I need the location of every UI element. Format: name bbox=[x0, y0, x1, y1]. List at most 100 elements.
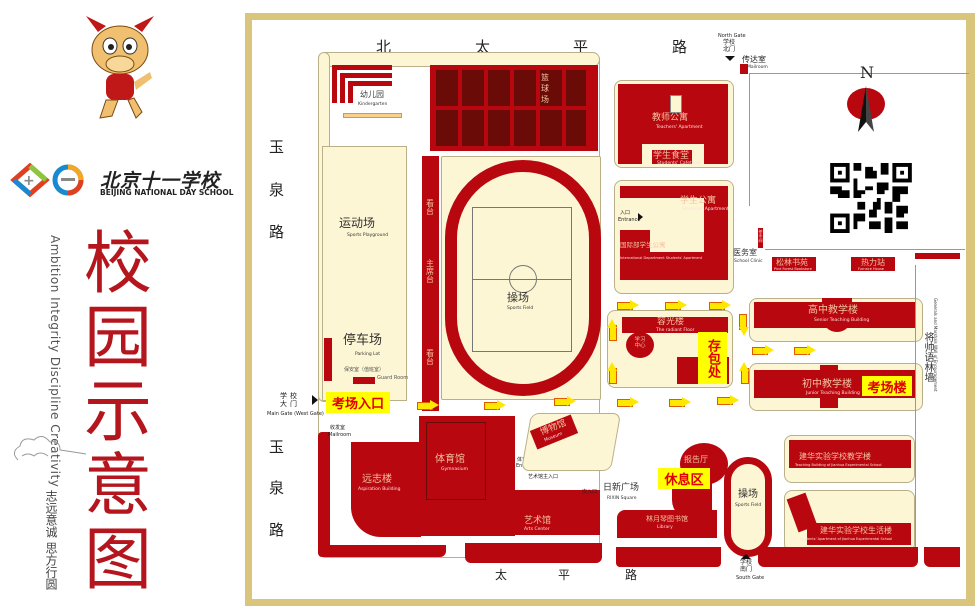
cafeteria-label: 学生食堂 bbox=[653, 151, 690, 161]
direction-arrow-icon bbox=[669, 397, 691, 407]
direction-arrow-icon bbox=[794, 345, 816, 355]
road-south-char: 平 bbox=[558, 568, 571, 582]
radiant-floor-label-en: The radiant Floor bbox=[656, 328, 695, 333]
parking-lot-label: 停车场 bbox=[343, 333, 383, 348]
direction-arrow-icon bbox=[665, 300, 687, 310]
road-west-char: 泉 bbox=[269, 181, 285, 199]
gymnasium-label-en: Gymnasium bbox=[441, 467, 468, 472]
entrance-label: 入口 bbox=[620, 210, 631, 216]
library-label-en: Library bbox=[657, 525, 673, 530]
clinic-label-en: School Clinic bbox=[734, 259, 763, 264]
direction-arrow-icon bbox=[752, 345, 774, 355]
exam-entrance-highlight[interactable]: 考场入口 bbox=[326, 392, 390, 413]
sports-field-label-en: Sports Field bbox=[507, 306, 534, 311]
library-label: 林月琴图书馆 bbox=[646, 515, 688, 523]
senior-building-label: 高中教学楼 bbox=[808, 305, 858, 316]
arts-center-label-en: Arts Center bbox=[524, 527, 550, 532]
wall-label-en: Generals and Marshals Wall of Encouragem… bbox=[933, 298, 938, 392]
svg-text:+: + bbox=[23, 173, 35, 189]
bookstore-label-en: Pine Forest Bookstore bbox=[774, 267, 812, 271]
entrance-label-en: Entrance bbox=[618, 217, 641, 223]
arts-center-label: 艺术馆 bbox=[524, 516, 552, 526]
road-west-char: 玉 bbox=[269, 138, 285, 156]
small-field-label: 操场 bbox=[738, 489, 758, 500]
direction-arrow-icon bbox=[717, 395, 739, 405]
road-north-char: 平 bbox=[573, 38, 589, 56]
direction-arrow-icon bbox=[739, 314, 749, 336]
dragon-mascot-icon bbox=[86, 16, 154, 119]
tea-room-label: 茶水间 bbox=[758, 229, 763, 243]
south-gate-label-en: South Gate bbox=[736, 575, 765, 581]
school-logo-icon: + bbox=[10, 163, 84, 197]
road-west-char: 玉 bbox=[269, 438, 285, 456]
north-gate-label-en: North Gate bbox=[718, 33, 746, 39]
direction-arrow-icon bbox=[417, 400, 439, 410]
road-south-char: 路 bbox=[625, 568, 638, 582]
radiant-floor-label: 容光楼 bbox=[657, 317, 685, 327]
road-west-char: 泉 bbox=[269, 479, 285, 497]
north-gate-marker-icon bbox=[725, 56, 735, 61]
wall-label: 将帅语林墙 bbox=[922, 332, 933, 382]
direction-arrow-icon bbox=[554, 396, 576, 406]
road-west-char: 路 bbox=[269, 223, 285, 241]
direction-arrow-icon bbox=[709, 300, 731, 310]
gymnasium-label: 体育馆 bbox=[435, 454, 465, 465]
north-gate-label: 学校北门 bbox=[722, 39, 735, 53]
mailroom-north-label: 传达室 bbox=[742, 55, 766, 64]
road-north-char: 路 bbox=[672, 38, 688, 56]
rixin-square-label: 日新广场 bbox=[603, 483, 640, 493]
jianhua-dorm-label-en: Students' Apartment of Jianhua Experimen… bbox=[800, 537, 893, 541]
cloud-ornament-icon bbox=[14, 436, 87, 461]
rostrum-label: 主席台 bbox=[426, 259, 434, 284]
aspiration-building-label-en: Aspiration Building bbox=[358, 487, 401, 492]
junior-building-label: 初中教学楼 bbox=[802, 379, 852, 390]
direction-arrow-icon bbox=[617, 397, 639, 407]
motto-english: Ambition Integrity Discipline Creativity bbox=[48, 235, 62, 488]
mailroom-west-label: 收发室 bbox=[330, 425, 346, 431]
main-gate-marker-icon bbox=[312, 395, 318, 405]
basketball-court-label: 篮球场 bbox=[541, 73, 549, 104]
direction-arrow-icon bbox=[607, 319, 617, 341]
road-north-char: 太 bbox=[475, 38, 491, 56]
bookstore-label: 松林书苑 bbox=[776, 258, 808, 267]
mailroom-north-label-en: Mailroom bbox=[747, 65, 768, 70]
main-gate-label-en: Main Gate (West Gate) bbox=[267, 411, 324, 417]
study-center-label: 学习中心 bbox=[634, 337, 646, 349]
guard-room-label-en: Guard Room bbox=[377, 375, 409, 381]
bag-storage-highlight[interactable]: 存包处 bbox=[698, 332, 727, 384]
kindergarten-label-en: Kindergarten bbox=[358, 102, 388, 107]
rixin-square-label-en: RIXIN Square bbox=[607, 496, 637, 501]
small-field-label-en: Sports Field bbox=[735, 503, 762, 508]
exam-building-highlight[interactable]: 考场楼 bbox=[862, 376, 912, 396]
kindergarten-label: 幼儿园 bbox=[360, 90, 384, 99]
rest-area-highlight[interactable]: 休息区 bbox=[658, 468, 710, 489]
clinic-label: 医务室 bbox=[733, 248, 757, 257]
sports-playground-label-en: Sports Playground bbox=[347, 233, 389, 238]
senior-building-label-en: Senior Teaching Building bbox=[814, 318, 870, 323]
furnace-house-label-en: Furnace House bbox=[858, 267, 884, 271]
road-south-char: 太 bbox=[495, 568, 508, 582]
sports-playground-label: 运动场 bbox=[339, 216, 376, 230]
direction-arrow-icon bbox=[484, 400, 506, 410]
south-gate-label: 学校南门 bbox=[739, 559, 752, 573]
jianhua-dorm-label: 建华实验学校生活楼 bbox=[820, 526, 892, 535]
compass-north-label: N bbox=[860, 63, 874, 82]
mailroom-west-label-en: Mailroom bbox=[328, 432, 352, 438]
arts-entrance-label: 艺术馆主入口 bbox=[528, 474, 559, 480]
guard-room-label: 保安室（值班室） bbox=[344, 367, 385, 373]
students-apartment-label: 学生公寓 bbox=[680, 196, 717, 206]
motto-chinese: 志远意诚 思方行圆 bbox=[44, 490, 58, 590]
compass-icon bbox=[847, 86, 885, 132]
campus-map: 北 太 平 路 玉 泉 路 玉 泉 路 太 平 路 幼儿园 Kindergart… bbox=[252, 20, 969, 600]
main-gate-label: 学校大门 bbox=[280, 392, 300, 408]
aspiration-building-label: 远志楼 bbox=[362, 474, 392, 485]
junior-building-label-en: Junior Teaching Building bbox=[806, 391, 860, 396]
parking-lot-label-en: Parking Lot bbox=[355, 352, 381, 357]
teachers-apartment-label: 教师公寓 bbox=[652, 113, 689, 123]
stands-label-2: 看台 bbox=[426, 349, 434, 366]
jianhua-teaching-label: 建华实验学校教学楼 bbox=[799, 452, 871, 461]
sidebar: + 北京十一学校 BEIJING NATIONAL DAY SCHOOL Amb… bbox=[0, 0, 245, 606]
direction-arrow-icon bbox=[617, 300, 639, 310]
lecture-hall-label: 报告厅 bbox=[684, 455, 708, 464]
qr-code-icon[interactable] bbox=[829, 163, 913, 233]
